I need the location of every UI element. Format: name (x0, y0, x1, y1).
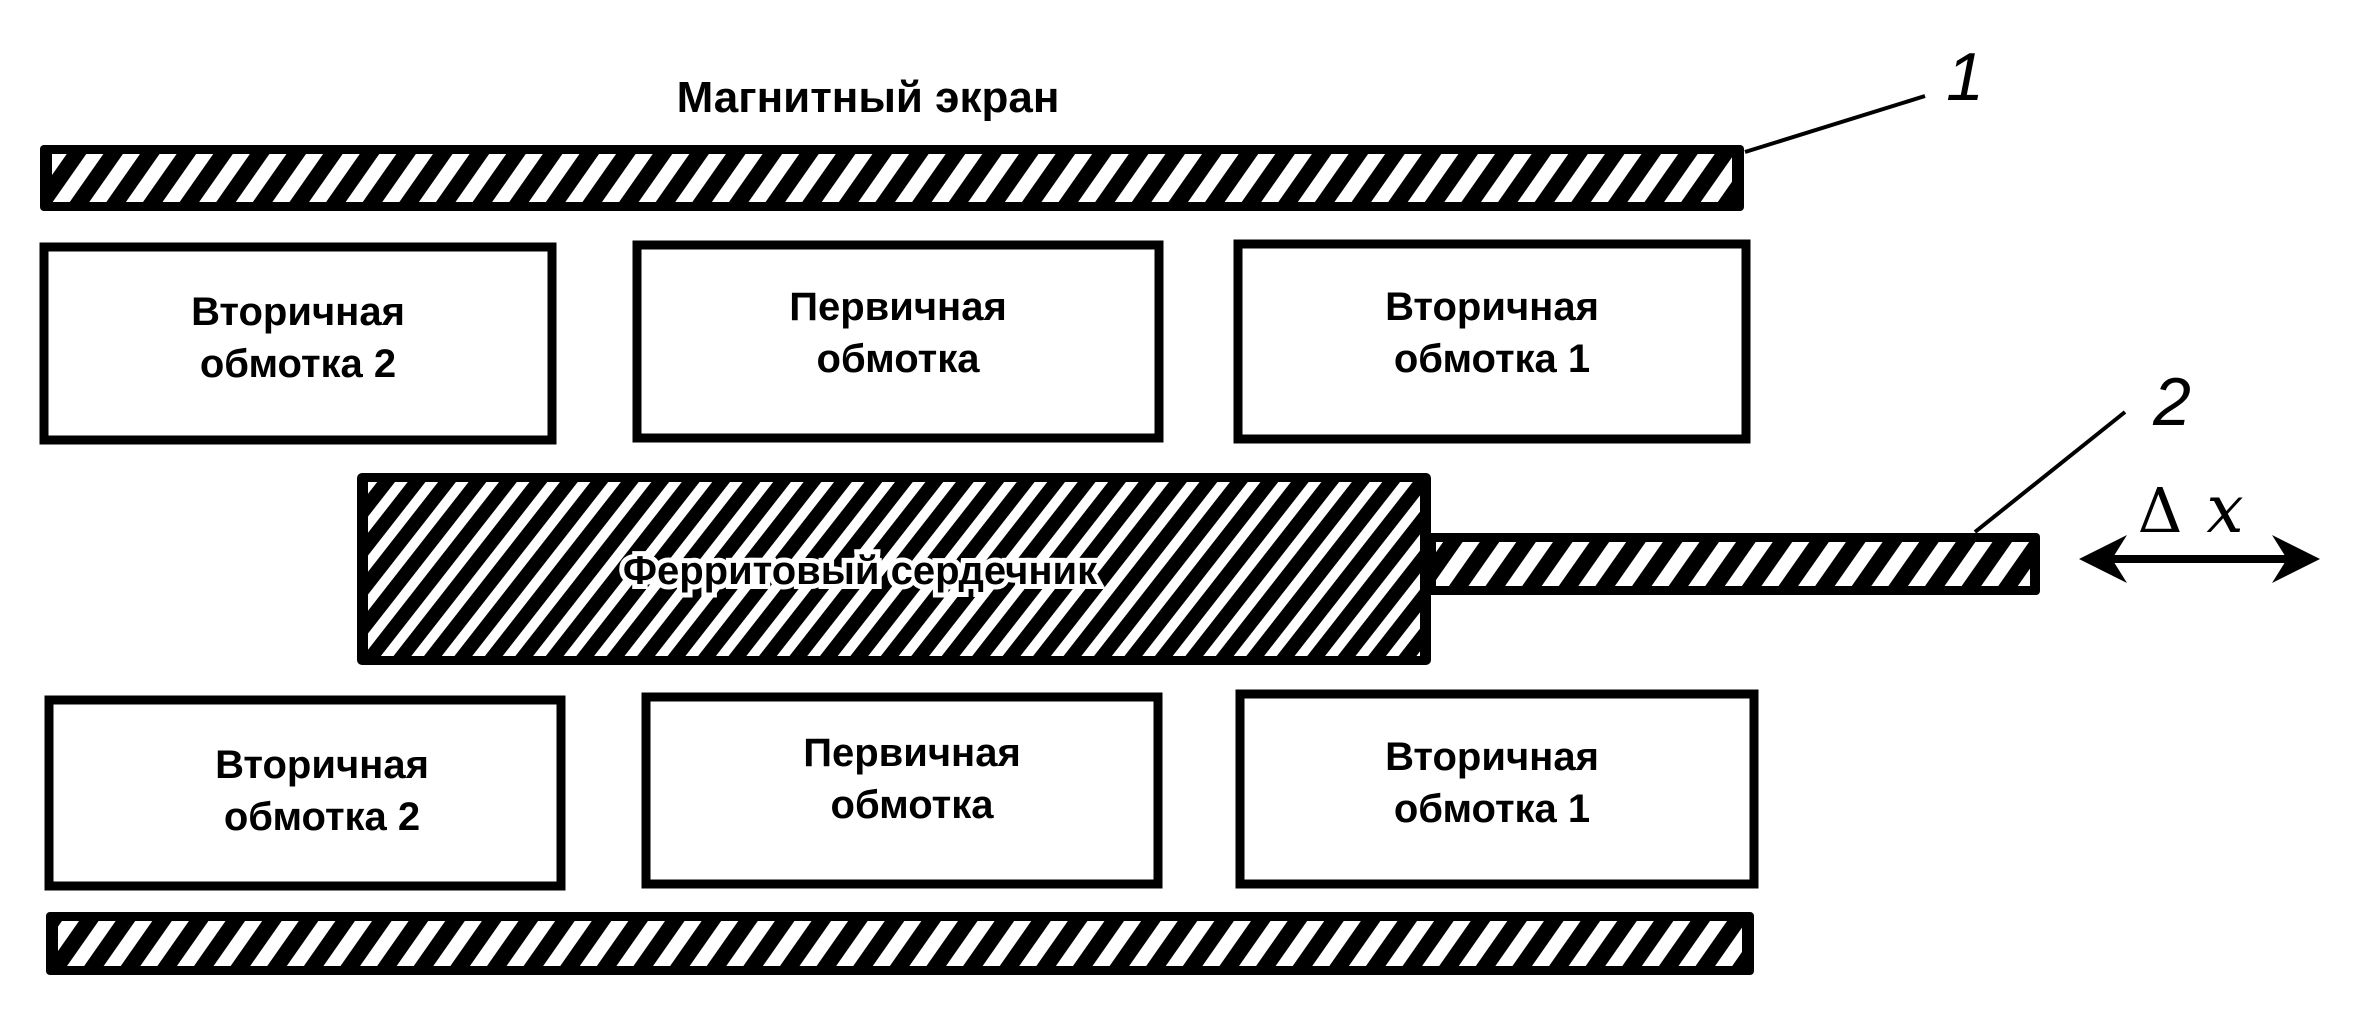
callout-1-label: 1 (1946, 39, 1984, 115)
winding-label-line2: обмотка 2 (224, 795, 420, 839)
magnetic-shield-top (40, 145, 1744, 211)
callout-2-leader (1973, 410, 2127, 534)
magnetic-shield-label: Магнитный экран (677, 73, 1060, 122)
winding-bottom-secondary-2: Вторичная обмотка 2 (44, 695, 566, 891)
x-variable: x (2206, 471, 2243, 548)
delta-symbol: Δ (2138, 474, 2183, 547)
winding-top-primary: Первичная обмотка (632, 240, 1164, 443)
winding-label-line1: Вторичная (191, 290, 405, 334)
double-arrow-icon (2079, 535, 2320, 583)
winding-label-line1: Вторичная (215, 743, 429, 787)
ferrite-core: Ферритовый сердечник (357, 473, 1431, 665)
callout-1-leader (1744, 94, 1926, 154)
ferrite-core-label: Ферритовый сердечник (623, 549, 1098, 593)
winding-top-secondary-1: Вторичная обмотка 1 (1233, 239, 1751, 444)
winding-label-line1: Первичная (803, 731, 1021, 775)
winding-label-line2: обмотка 1 (1394, 787, 1590, 831)
displacement-indicator: Δ x (2079, 471, 2320, 583)
winding-label-line1: Первичная (789, 285, 1007, 329)
magnetic-shield-bottom (46, 912, 1754, 975)
winding-label-line2: обмотка (817, 337, 981, 381)
core-rod (1424, 533, 2040, 595)
winding-top-secondary-2: Вторичная обмотка 2 (39, 242, 557, 445)
winding-label-line2: обмотка 2 (200, 342, 396, 386)
callout-2-label: 2 (2152, 364, 2191, 440)
winding-bottom-primary: Первичная обмотка (641, 692, 1163, 889)
winding-label-line2: обмотка 1 (1394, 337, 1590, 381)
winding-label-line1: Вторичная (1385, 735, 1599, 779)
winding-label-line1: Вторичная (1385, 285, 1599, 329)
winding-bottom-secondary-1: Вторичная обмотка 1 (1235, 689, 1759, 889)
winding-label-line2: обмотка (831, 783, 995, 827)
